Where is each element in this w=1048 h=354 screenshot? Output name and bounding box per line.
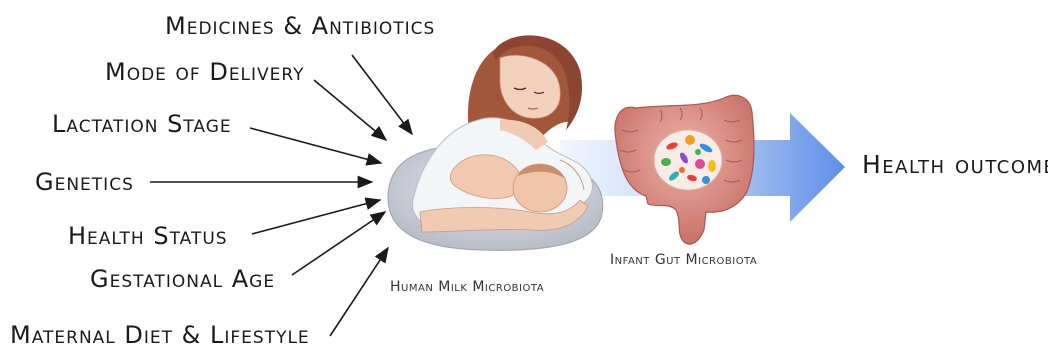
arrow-lactation [250, 128, 381, 163]
infant-gut-image [615, 95, 754, 244]
factor-lactation-label: Lactation Stage [52, 112, 232, 136]
arrow-gestational [292, 212, 385, 275]
factor-genetics-label: Genetics [35, 170, 134, 194]
arrow-delivery [314, 80, 386, 140]
factor-medicines-label: Medicines & Antibiotics [165, 14, 435, 38]
health-outcomes-label: Health outcomes [862, 152, 1048, 177]
arrow-diet [330, 248, 388, 336]
factor-gestational-label: Gestational Age [90, 267, 275, 291]
gut-microbiota-caption: Infant Gut Microbiota [610, 253, 757, 267]
milk-microbiota-caption: Human Milk Microbiota [390, 280, 544, 294]
factor-health-label: Health Status [68, 224, 228, 248]
factor-delivery-label: Mode of Delivery [105, 60, 305, 84]
arrow-medicines [352, 55, 412, 134]
factor-arrows [150, 55, 412, 336]
factor-diet-label: Maternal Diet & Lifestyle [10, 323, 310, 347]
